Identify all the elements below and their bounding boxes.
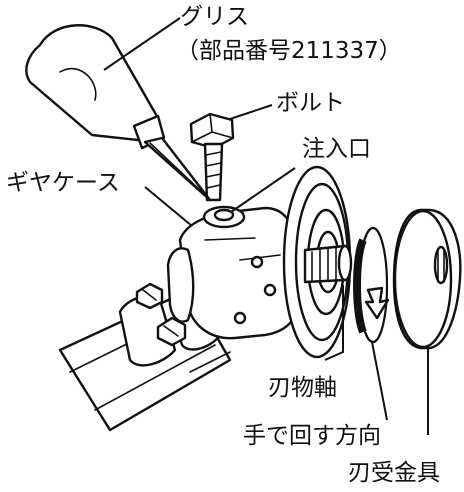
rotation-arrow-head bbox=[364, 286, 390, 320]
shaft-pipe bbox=[58, 282, 232, 432]
label-turn-direction: 手で回す方向 bbox=[243, 423, 381, 449]
gear-case bbox=[166, 205, 302, 340]
label-bolt: ボルト bbox=[276, 90, 345, 116]
leader-inlet bbox=[230, 167, 296, 213]
label-blade-holder: 刃受金具 bbox=[348, 460, 440, 486]
leader-grease bbox=[103, 17, 181, 71]
leader-lines bbox=[103, 17, 429, 435]
blade-holder-washer bbox=[392, 208, 462, 350]
leader-gear-case bbox=[144, 186, 193, 227]
label-inlet: 注入口 bbox=[302, 136, 371, 162]
leader-bolt bbox=[229, 104, 273, 120]
label-grease-part-no: （部品番号211337） bbox=[176, 38, 402, 64]
leader-blade-shaft bbox=[324, 285, 344, 361]
rotation-arrow bbox=[353, 226, 390, 344]
bolt bbox=[189, 112, 235, 202]
label-grease: グリス bbox=[180, 4, 249, 30]
blade-shaft bbox=[303, 244, 353, 284]
grease-bottle bbox=[25, 24, 212, 202]
leader-turn-direction bbox=[371, 341, 388, 421]
label-gear-case: ギヤケース bbox=[6, 170, 120, 196]
label-blade-shaft: 刃物軸 bbox=[268, 375, 337, 401]
